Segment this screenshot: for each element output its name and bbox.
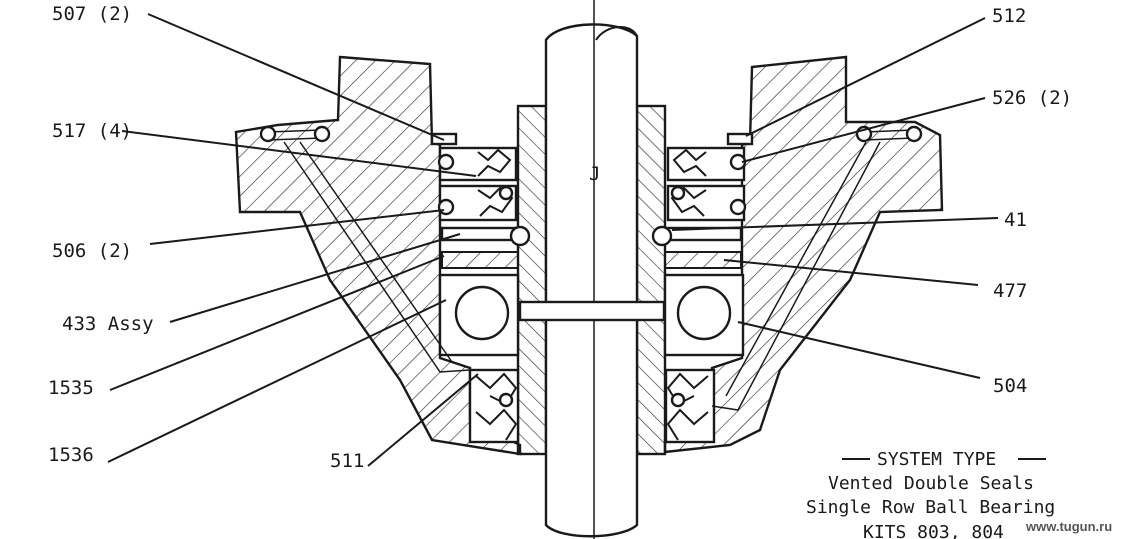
- shaft-pin: [518, 300, 666, 322]
- label-477: 477: [993, 280, 1027, 302]
- label-1536: 1536: [48, 444, 94, 466]
- shaft: [544, 23, 639, 538]
- shaft-top-edge: [595, 26, 638, 41]
- label-504: 504: [993, 375, 1027, 397]
- label-512: 512: [992, 5, 1026, 27]
- caption-line-1: Vented Double Seals: [828, 473, 1034, 494]
- sleeve-left: [516, 104, 548, 456]
- label-507: 507 (2): [52, 3, 132, 25]
- retainer-right-top: [726, 132, 754, 146]
- sleeve-right: [635, 104, 667, 456]
- label-526: 526 (2): [992, 87, 1072, 109]
- seal-lower-right: [664, 368, 716, 444]
- spacer-left-lower: [441, 251, 519, 269]
- spacer-left-upper: [440, 226, 520, 242]
- label-433: 433 Assy: [62, 313, 154, 335]
- seal-lower-left: [468, 368, 520, 444]
- label-511: 511: [330, 450, 364, 472]
- label-517: 517 (4): [52, 120, 132, 142]
- seal-stack-right: [666, 146, 747, 222]
- bearing-ball-right: [676, 285, 732, 341]
- seal-stack-left: [437, 146, 518, 222]
- bearing-ball-left: [454, 285, 510, 341]
- caption-line-3: KITS 803, 804: [863, 522, 1004, 539]
- label-41: 41: [1004, 209, 1027, 231]
- ball-41-left: [509, 225, 531, 247]
- spacer-right-lower: [664, 251, 742, 269]
- label-506: 506 (2): [52, 240, 132, 262]
- vent-tube-left: [259, 125, 471, 373]
- caption-line-2: Single Row Ball Bearing: [806, 497, 1055, 518]
- ball-41-right: [651, 225, 673, 247]
- caption-heading: SYSTEM TYPE: [877, 449, 996, 470]
- watermark: www.tugun.ru: [1025, 519, 1112, 534]
- leader-lines: [107, 13, 999, 467]
- label-1535: 1535: [48, 377, 94, 399]
- center-mark: J: [589, 163, 600, 185]
